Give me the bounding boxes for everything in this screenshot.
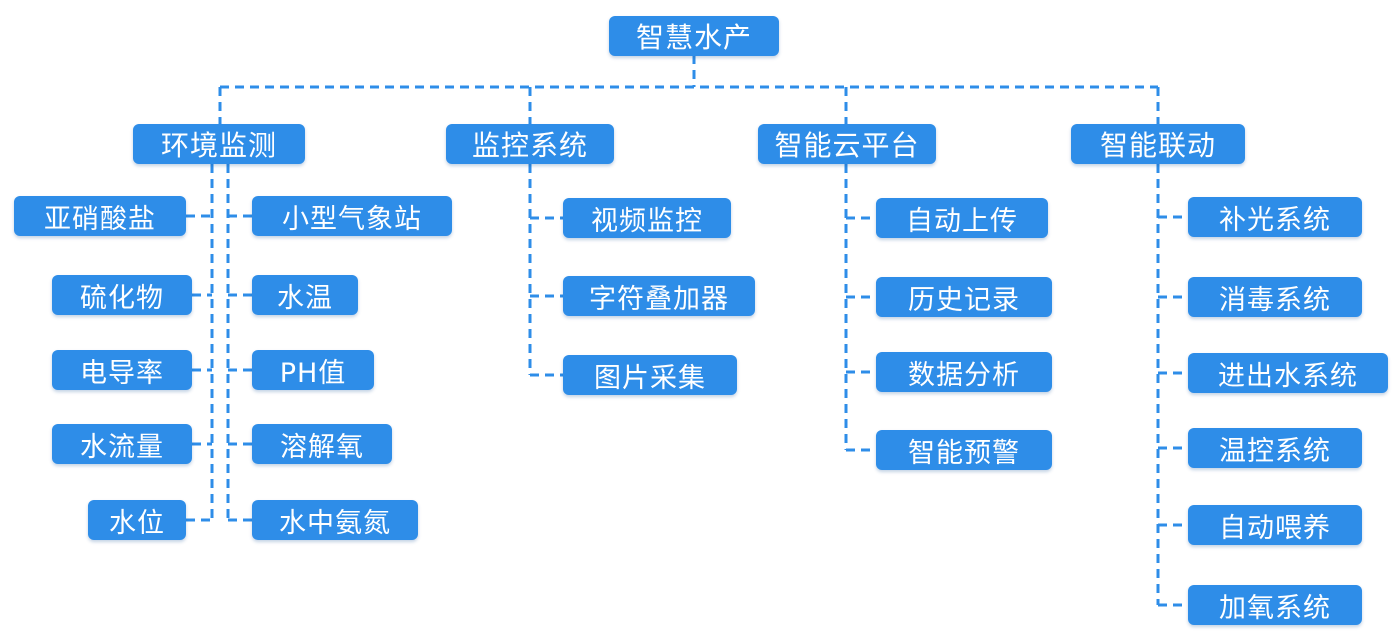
leaf-node-ph: PH值 (252, 350, 374, 390)
leaf-node-flow: 水流量 (52, 424, 192, 464)
leaf-node-analysis: 数据分析 (876, 352, 1052, 392)
leaf-node-lighting: 补光系统 (1188, 197, 1362, 237)
category-node-env: 环境监测 (133, 124, 305, 164)
leaf-node-aeration: 加氧系统 (1188, 585, 1362, 625)
leaf-node-dissolved-oxygen: 溶解氧 (252, 424, 392, 464)
leaf-node-disinfection: 消毒系统 (1188, 277, 1362, 317)
leaf-node-overlay: 字符叠加器 (563, 276, 755, 316)
leaf-node-sulfide: 硫化物 (52, 275, 192, 315)
leaf-node-auto-feeding: 自动喂养 (1188, 505, 1362, 545)
leaf-node-warning: 智能预警 (876, 430, 1052, 470)
leaf-node-water-inout: 进出水系统 (1188, 353, 1388, 393)
leaf-node-water-temp: 水温 (252, 275, 358, 315)
leaf-node-ammonia: 水中氨氮 (252, 500, 418, 540)
root-node: 智慧水产 (609, 16, 779, 56)
category-node-monitor: 监控系统 (446, 124, 614, 164)
leaf-node-auto-upload: 自动上传 (876, 198, 1048, 238)
leaf-node-image-capture: 图片采集 (563, 355, 737, 395)
leaf-node-temp-control: 温控系统 (1188, 428, 1362, 468)
leaf-node-history: 历史记录 (876, 277, 1052, 317)
leaf-node-conductivity: 电导率 (52, 350, 192, 390)
leaf-node-water-level: 水位 (88, 500, 186, 540)
leaf-node-video: 视频监控 (563, 198, 731, 238)
leaf-node-weather-station: 小型气象站 (252, 196, 452, 236)
leaf-node-nitrite: 亚硝酸盐 (14, 196, 186, 236)
category-node-linkage: 智能联动 (1071, 124, 1245, 164)
category-node-cloud: 智能云平台 (758, 124, 936, 164)
